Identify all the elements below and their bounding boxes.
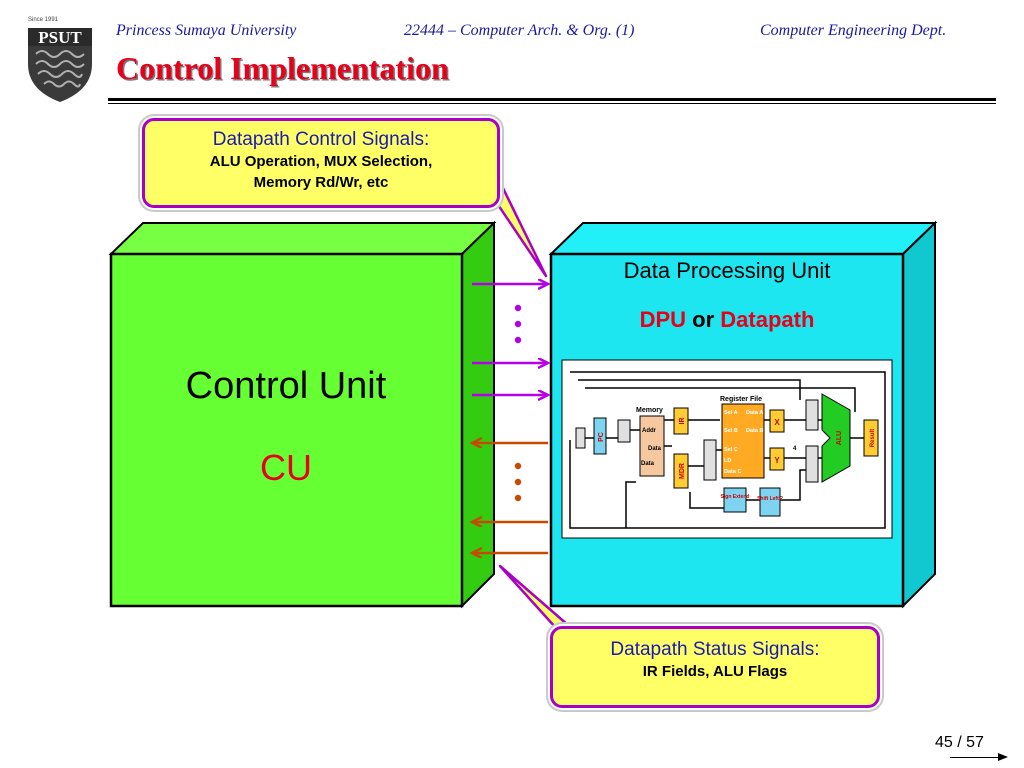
status-signal-ellipsis — [514, 462, 522, 502]
header-department: Computer Engineering Dept. — [760, 22, 947, 39]
logo-text: PSUT — [38, 28, 82, 47]
pc-register — [593, 417, 607, 455]
svg-text:4: 4 — [793, 446, 797, 452]
ir-register — [673, 407, 689, 435]
svg-text:Y: Y — [774, 456, 780, 465]
control-callout-line2: Memory Rd/Wr, etc — [253, 174, 389, 191]
datapath-abbr-line: DPU or Datapath — [551, 307, 903, 333]
control-unit-label: Control Unit — [185, 365, 387, 407]
header-course: 22444 – Computer Arch. & Org. (1) — [404, 22, 635, 39]
svg-text:Sign Extend: Sign Extend — [721, 494, 750, 500]
datapath-schematic: PC Memory Addr Data Data IR MDR Register… — [561, 359, 893, 539]
status-callout-line1: IR Fields, ALU Flags — [642, 663, 788, 680]
control-signals-callout: Datapath Control Signals: ALU Operation,… — [142, 118, 500, 208]
mdr-register — [673, 453, 689, 489]
svg-text:Data B: Data B — [746, 428, 763, 434]
control-unit-box — [108, 220, 497, 609]
page-separator: / — [957, 734, 962, 751]
svg-text:LD: LD — [724, 458, 731, 464]
mux-pc — [575, 427, 586, 449]
svg-text:PC: PC — [598, 432, 605, 442]
svg-text:Sel B: Sel B — [724, 428, 738, 434]
datapath-alt-name: Datapath — [720, 307, 815, 332]
svg-text:IR: IR — [679, 418, 686, 425]
svg-text:X: X — [774, 418, 780, 427]
mux-y — [805, 445, 819, 483]
page-current: 45 — [935, 734, 953, 751]
memory-block — [639, 415, 665, 477]
shift-left-block — [759, 487, 781, 517]
datapath-connector: or — [692, 307, 715, 332]
svg-text:Data A: Data A — [746, 410, 763, 416]
y-register — [769, 447, 785, 471]
mux-x — [805, 399, 819, 431]
svg-text:Register File: Register File — [720, 396, 762, 403]
result-register — [863, 419, 879, 457]
svg-text:Shift Left 2: Shift Left 2 — [757, 496, 783, 502]
sign-extend-block — [723, 487, 747, 513]
page-number-underline — [950, 757, 1005, 758]
title-rule — [108, 98, 996, 101]
svg-text:Data: Data — [648, 446, 662, 452]
datapath-abbr: DPU — [639, 307, 687, 332]
control-callout-title: Datapath Control Signals: — [212, 129, 430, 150]
slide-title: Control Implementation — [116, 50, 449, 86]
page-number: 45 / 57 — [935, 734, 984, 752]
register-file-block — [721, 403, 765, 479]
control-callout-line1: ALU Operation, MUX Selection, — [209, 153, 433, 170]
logo-since-text: Since 1991 — [28, 17, 59, 23]
x-register — [769, 409, 785, 433]
title-rule-thin — [108, 103, 996, 104]
status-signal-arrows — [472, 443, 548, 553]
page-total: 57 — [966, 734, 984, 751]
svg-text:Sel A: Sel A — [724, 410, 738, 416]
datapath-title: Data Processing Unit — [623, 258, 831, 283]
svg-text:Memory: Memory — [636, 407, 663, 414]
mux-reg — [703, 439, 717, 481]
svg-text:Result: Result — [870, 429, 876, 447]
svg-text:Addr: Addr — [642, 428, 657, 434]
svg-text:Data: Data — [641, 461, 655, 467]
control-unit-abbr: CU — [260, 447, 312, 488]
psut-logo: PSUT — [28, 28, 92, 102]
alu-block — [821, 393, 851, 483]
status-callout-title: Datapath Status Signals: — [610, 639, 820, 660]
svg-text:Data C: Data C — [724, 469, 741, 475]
next-arrow-icon — [998, 753, 1008, 761]
svg-text:ALU: ALU — [836, 431, 843, 445]
status-signals-callout: Datapath Status Signals: IR Fields, ALU … — [550, 626, 880, 708]
control-signal-arrows — [472, 284, 548, 395]
header-university: Princess Sumaya University — [116, 22, 297, 39]
control-signal-ellipsis — [514, 304, 522, 344]
svg-text:MDR: MDR — [679, 463, 686, 479]
mux-addr — [617, 419, 631, 443]
svg-text:Sel C: Sel C — [724, 447, 738, 453]
